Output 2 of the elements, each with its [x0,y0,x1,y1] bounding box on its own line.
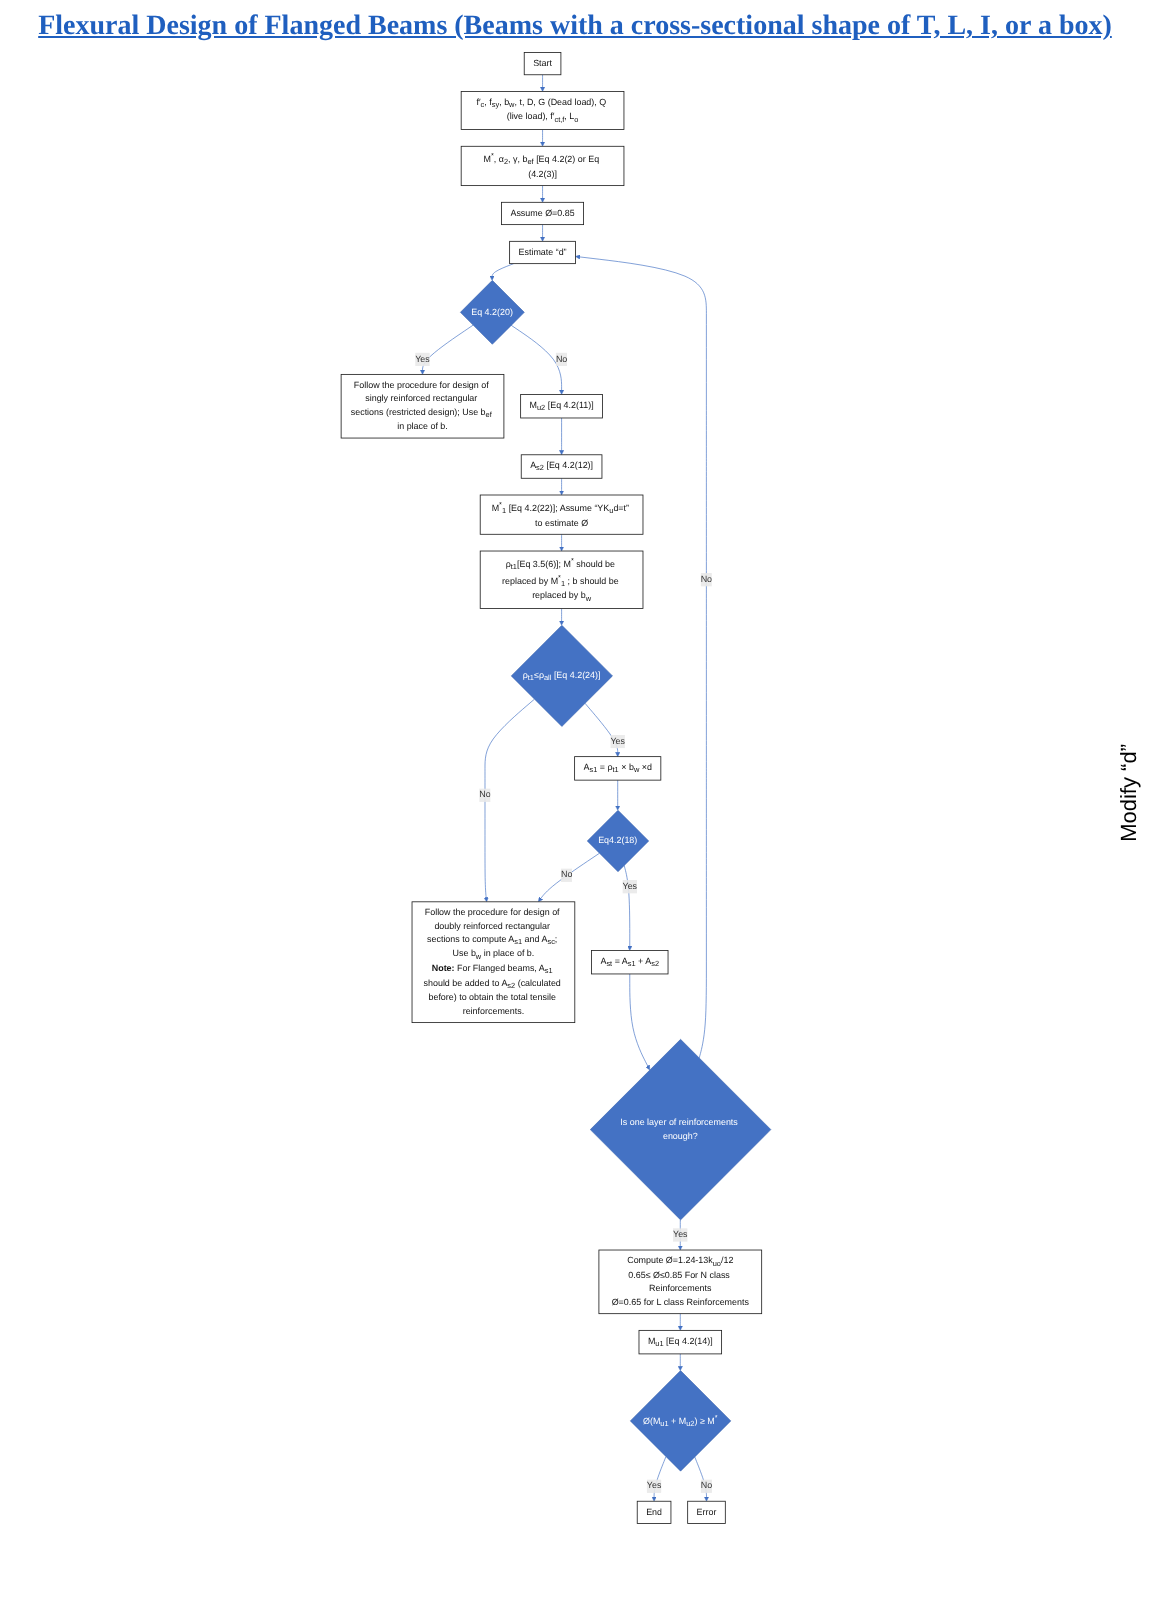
loop-label: Modify “d” [1118,744,1142,842]
diagram-title: Flexural Design of Flanged Beams (Beams with a cross-sectional shape of T, L, I, or a box) [36,12,1114,44]
